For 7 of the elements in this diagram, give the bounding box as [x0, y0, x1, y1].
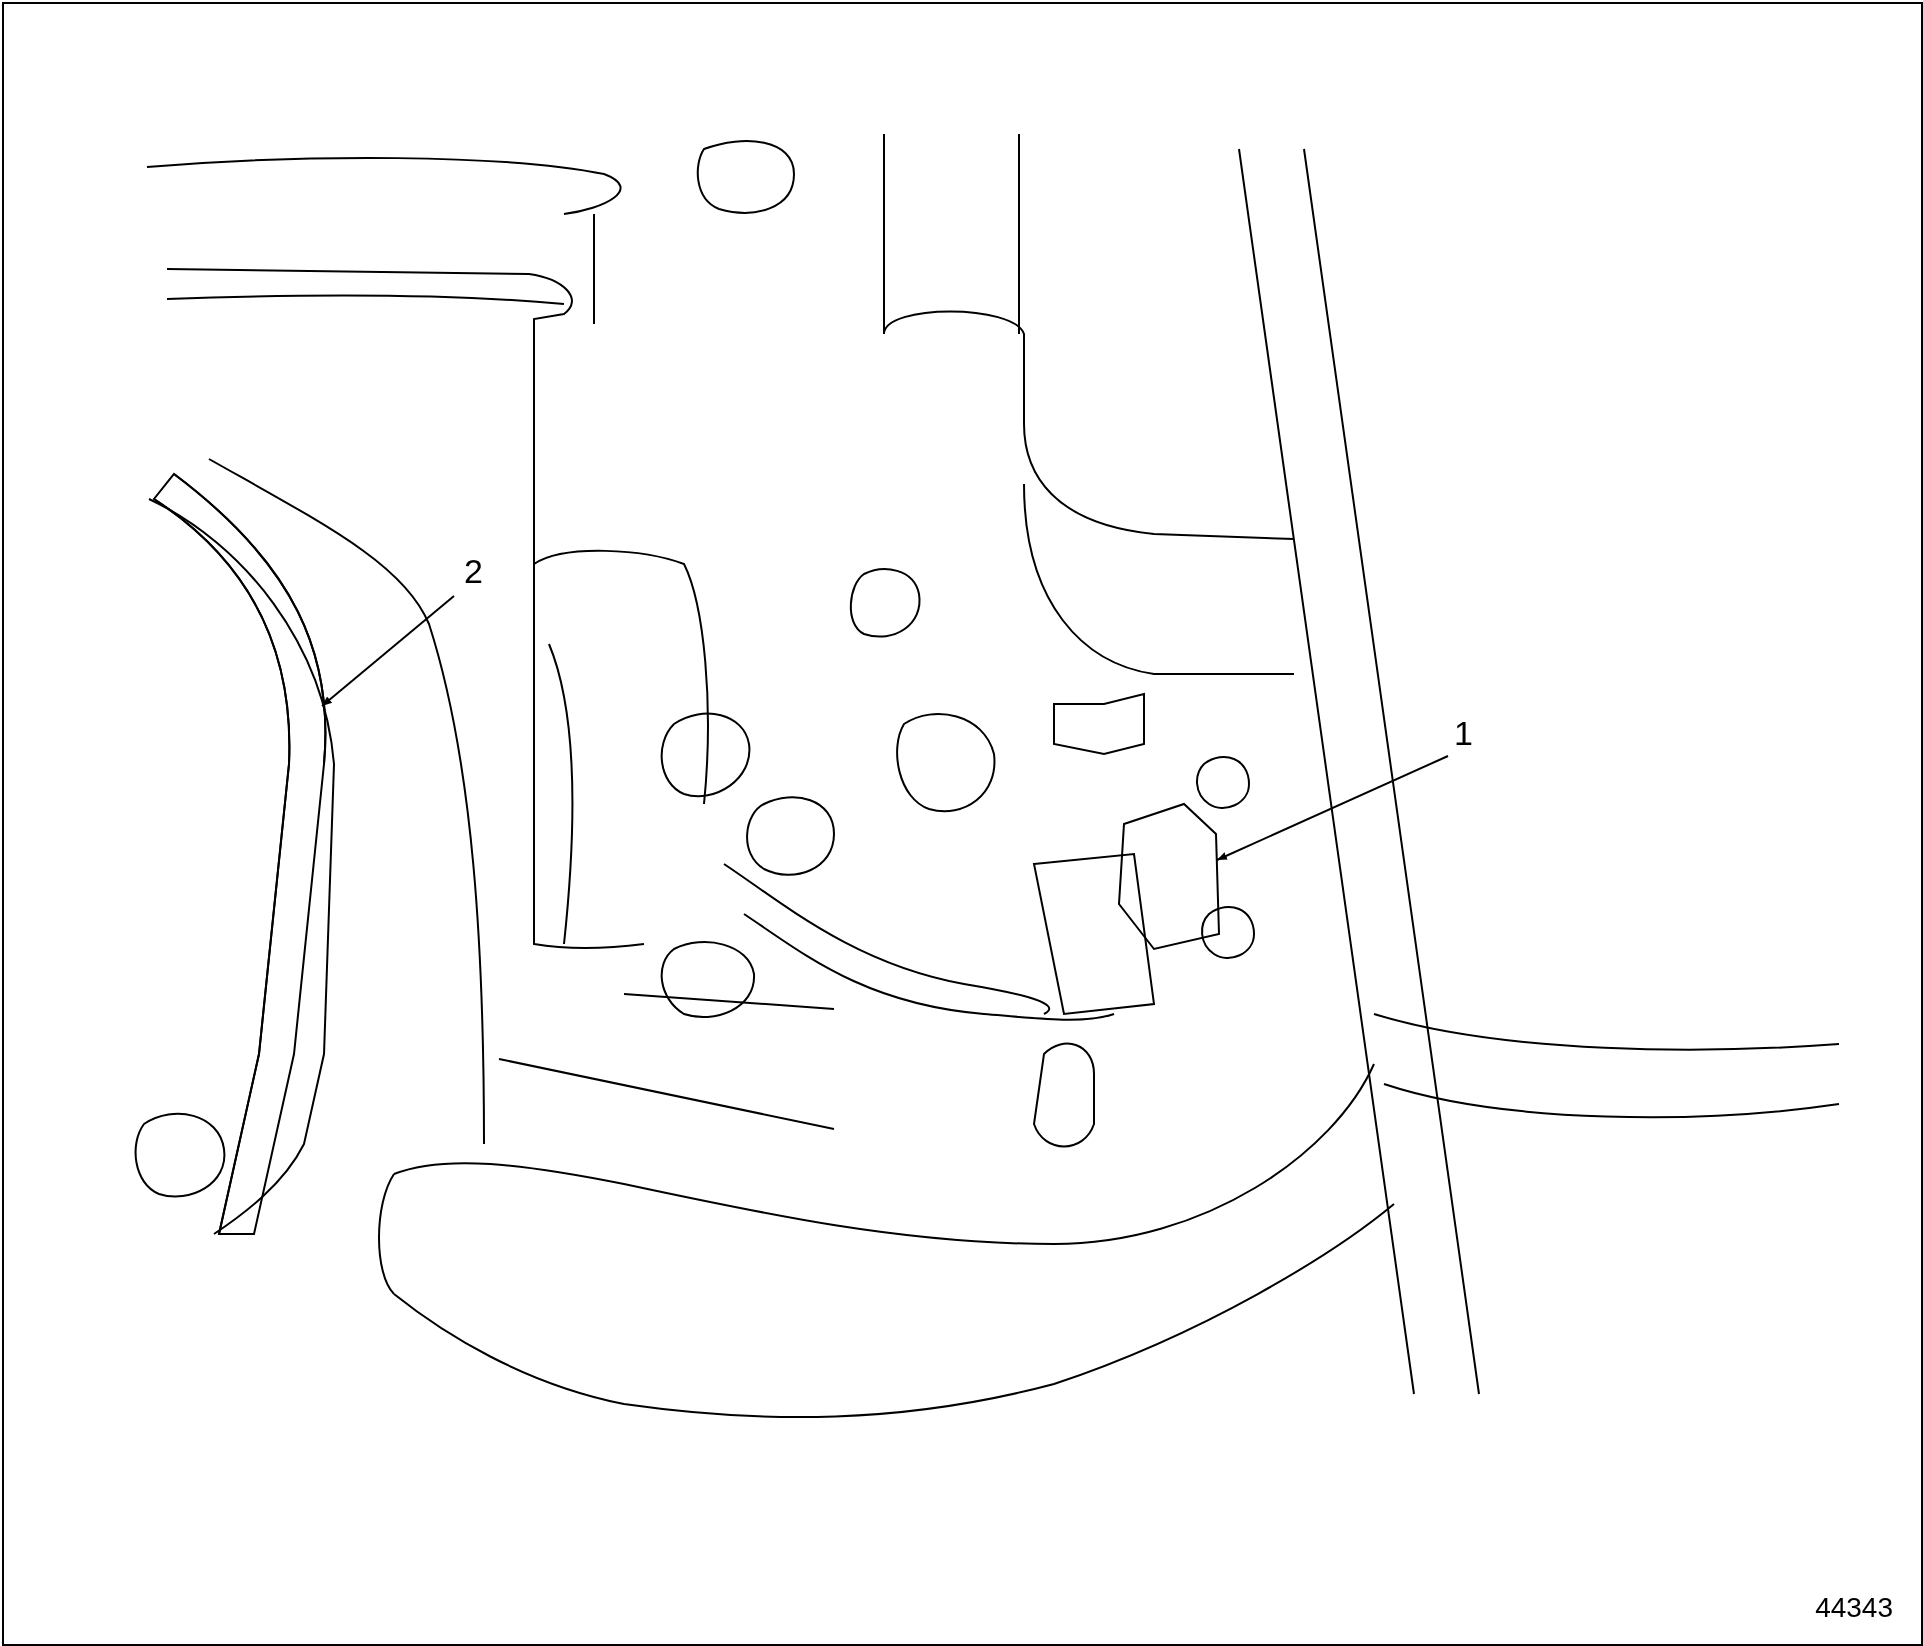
callout-number: 1	[1454, 716, 1473, 750]
callout-number: 2	[464, 554, 483, 588]
sensor-part	[1117, 802, 1221, 951]
leader-line	[321, 595, 455, 707]
leader-line	[1216, 755, 1449, 861]
figure-number: 44343	[1815, 1592, 1893, 1624]
housing-flange-part	[153, 473, 327, 1235]
